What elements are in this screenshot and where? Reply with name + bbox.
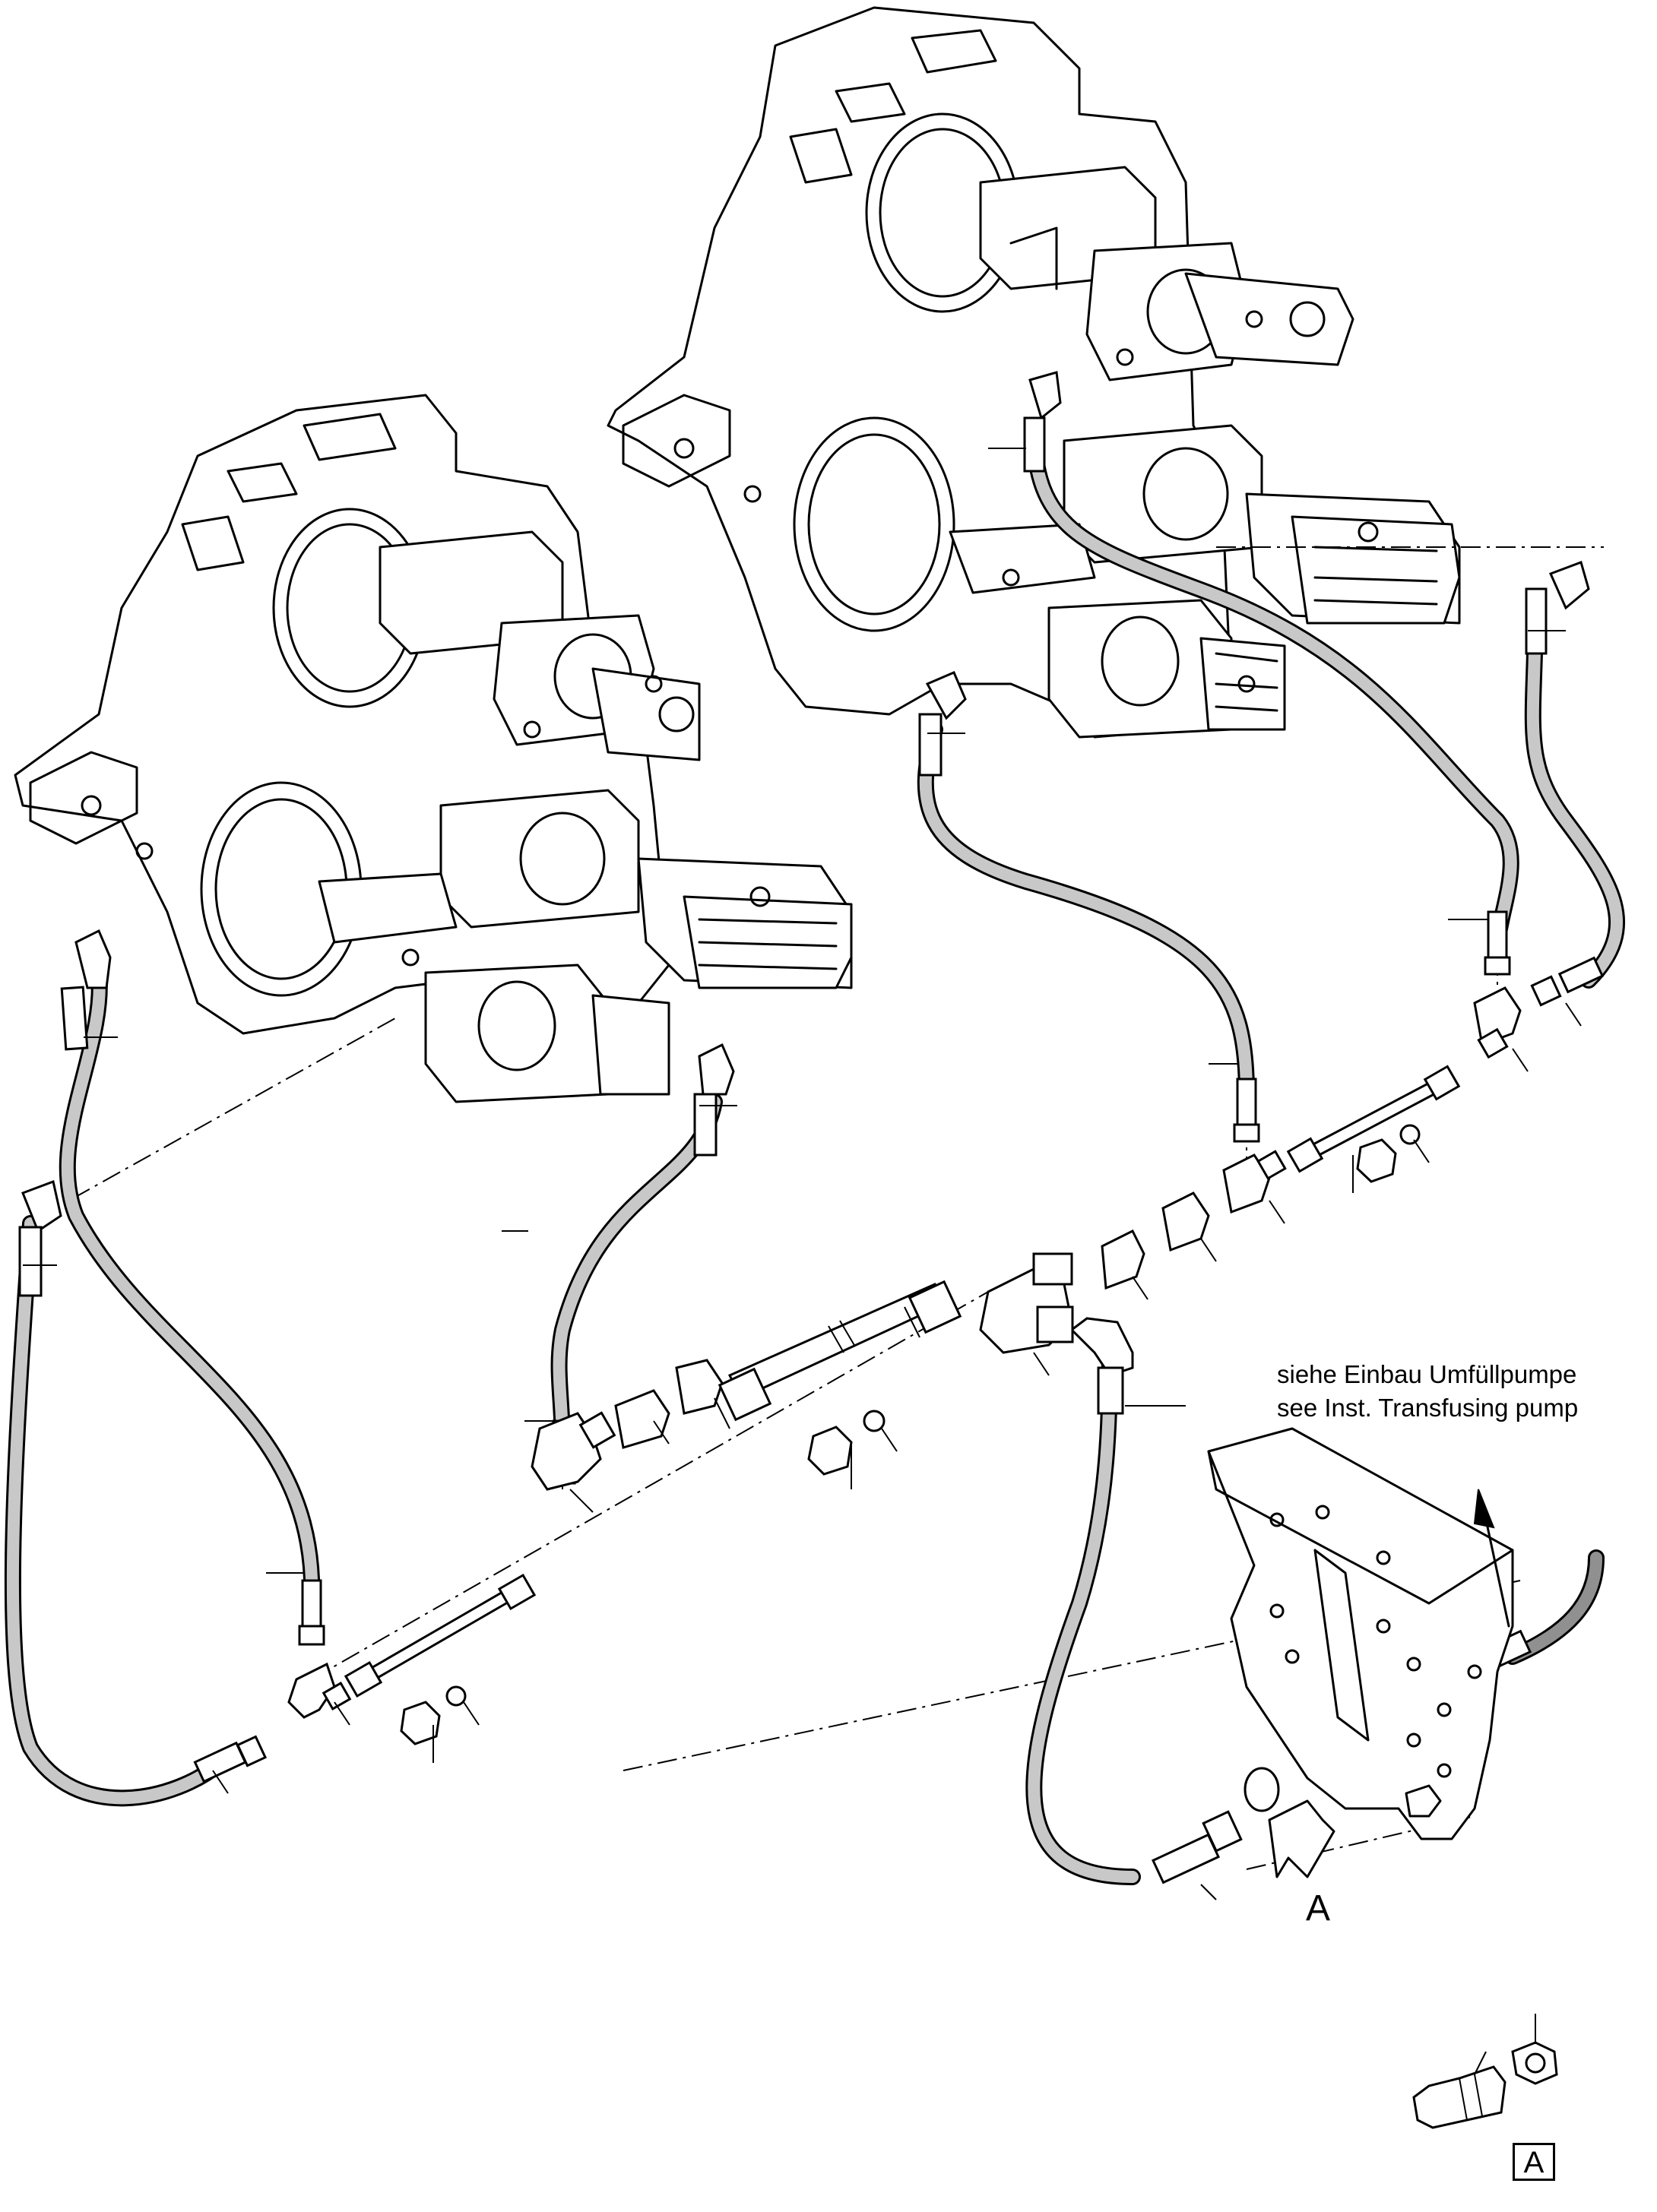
- view-arrow-a: [1268, 1799, 1335, 1878]
- detail-a-box: A: [1513, 2143, 1555, 2181]
- detail-a-parts: [1412, 2041, 1558, 2129]
- leader-lines: [23, 448, 1582, 2075]
- pump-gearbox-front: [14, 394, 853, 1103]
- pump-gearbox-rear: [607, 6, 1461, 739]
- reference-arrow: [1473, 1489, 1510, 1628]
- install-reference-en: see Inst. Transfusing pump: [1277, 1394, 1579, 1422]
- hose-lines: [4, 417, 1625, 1885]
- mounting-bracket: [1207, 1427, 1514, 1840]
- seal-ring: [1244, 1767, 1280, 1812]
- view-arrow-label: A: [1306, 1888, 1331, 1929]
- install-reference-de: siehe Einbau Umfüllpumpe: [1277, 1360, 1577, 1388]
- pipe-assembly: [287, 986, 1522, 1745]
